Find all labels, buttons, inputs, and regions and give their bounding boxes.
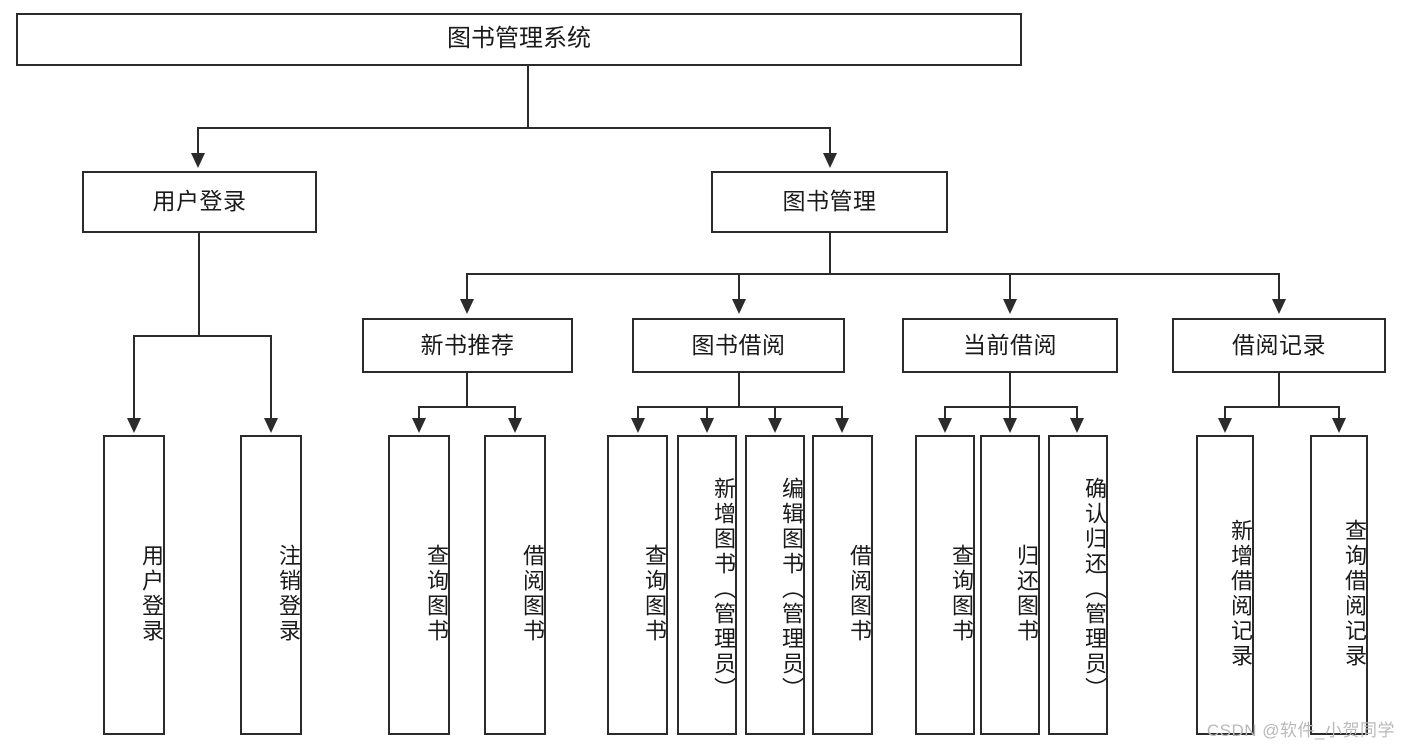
arrow-to-new-book-leaf-1 [412, 418, 426, 433]
leaf-return-book[interactable]: 归还图书 [980, 435, 1040, 735]
arrow-to-book-borrow-leaf-3 [768, 418, 782, 433]
arrow-to-current-borrow-leaf-1 [938, 418, 952, 433]
leaf-logout[interactable]: 注销登录 [240, 435, 302, 735]
node-book-borrow[interactable]: 图书借阅 [632, 318, 845, 373]
node-label: 借阅图书 [520, 544, 545, 644]
arrow-to-book-borrow [732, 299, 746, 314]
node-label: 归还图书 [1014, 544, 1039, 644]
node-label: 新增借阅记录 [1228, 519, 1253, 669]
edge-user-login-bus [133, 335, 272, 337]
leaf-add-borrow-record[interactable]: 新增借阅记录 [1196, 435, 1254, 735]
node-label: 查询图书 [424, 544, 449, 644]
arrow-to-book-borrow-leaf-4 [835, 418, 849, 433]
leaf-query-book-borrow[interactable]: 查询图书 [607, 435, 668, 735]
node-label: 借阅图书 [847, 544, 872, 644]
arrow-to-book-borrow-leaf-2 [700, 418, 714, 433]
leaf-query-book-recommend[interactable]: 查询图书 [388, 435, 450, 735]
node-label: 确认归还（管理员） [1082, 476, 1107, 702]
leaf-user-login[interactable]: 用户登录 [103, 435, 165, 735]
edge-book-borrow-drop-1 [637, 406, 639, 420]
edge-borrow-record-stem [1278, 373, 1280, 408]
edge-level2-drop-book-management [829, 127, 831, 155]
node-label: 新增图书（管理员） [711, 476, 736, 702]
arrow-to-borrow-record [1272, 299, 1286, 314]
edge-borrow-record-bus [1224, 406, 1340, 408]
edge-book-borrow-drop-2 [706, 406, 708, 420]
node-label: 用户登录 [139, 544, 164, 644]
node-label: 编辑图书（管理员） [779, 476, 804, 702]
node-book-management[interactable]: 图书管理 [711, 171, 948, 233]
node-label: 查询图书 [642, 544, 667, 644]
arrow-to-user-login-leaf-2 [264, 418, 278, 433]
edge-level3-drop-borrow-record [1278, 273, 1280, 301]
arrow-to-book-borrow-leaf-1 [631, 418, 645, 433]
watermark-text: CSDN @软件_小贺同学 [1206, 721, 1395, 740]
leaf-edit-book-admin[interactable]: 编辑图书（管理员） [745, 435, 805, 735]
leaf-confirm-return-admin[interactable]: 确认归还（管理员） [1048, 435, 1108, 735]
node-label: 查询借阅记录 [1342, 519, 1367, 669]
node-label: 注销登录 [276, 544, 301, 644]
edge-current-borrow-drop-1 [944, 406, 946, 420]
node-label: 借阅记录 [1232, 331, 1326, 358]
leaf-query-book-current[interactable]: 查询图书 [915, 435, 975, 735]
edge-book-borrow-bus [637, 406, 843, 408]
node-root-book-management-system[interactable]: 图书管理系统 [16, 13, 1022, 66]
node-label: 用户登录 [152, 188, 247, 215]
node-label: 查询图书 [949, 544, 974, 644]
node-label: 新书推荐 [420, 331, 515, 358]
arrow-to-borrow-record-leaf-1 [1218, 418, 1232, 433]
edge-current-borrow-stem [1009, 373, 1011, 408]
node-current-borrow[interactable]: 当前借阅 [902, 318, 1118, 373]
edge-book-borrow-drop-4 [841, 406, 843, 420]
leaf-borrow-book-recommend[interactable]: 借阅图书 [484, 435, 546, 735]
arrow-to-current-borrow-leaf-3 [1070, 418, 1084, 433]
edge-book-management-stem [829, 233, 831, 274]
edge-level3-drop-new-book [466, 273, 468, 301]
edge-level2-bus [197, 127, 830, 129]
arrow-to-new-book-recommend [460, 299, 474, 314]
arrow-to-book-management [823, 153, 837, 168]
edge-borrow-record-drop-1 [1224, 406, 1226, 420]
edge-book-borrow-drop-3 [774, 406, 776, 420]
arrow-to-new-book-leaf-2 [508, 418, 522, 433]
edge-current-borrow-bus [944, 406, 1078, 408]
leaf-add-book-admin[interactable]: 新增图书（管理员） [677, 435, 737, 735]
node-label: 当前借阅 [963, 331, 1057, 358]
edge-new-book-drop-1 [418, 406, 420, 420]
node-label: 图书管理 [782, 188, 877, 215]
edge-book-borrow-stem [738, 373, 740, 408]
edge-level2-drop-user-login [197, 127, 199, 155]
node-user-login[interactable]: 用户登录 [82, 171, 317, 233]
arrow-to-current-borrow [1003, 299, 1017, 314]
edge-root-stem [527, 66, 529, 128]
edge-new-book-drop-2 [514, 406, 516, 420]
edge-user-login-drop-1 [133, 335, 135, 420]
arrow-to-current-borrow-leaf-2 [1003, 418, 1017, 433]
arrow-to-borrow-record-leaf-2 [1332, 418, 1346, 433]
edge-current-borrow-drop-3 [1076, 406, 1078, 420]
edge-new-book-bus [418, 406, 516, 408]
node-new-book-recommend[interactable]: 新书推荐 [362, 318, 573, 373]
edge-level3-bus [466, 273, 1280, 275]
edge-borrow-record-drop-2 [1338, 406, 1340, 420]
node-borrow-record[interactable]: 借阅记录 [1172, 318, 1386, 373]
node-label: 图书管理系统 [447, 25, 591, 53]
node-label: 图书借阅 [691, 331, 786, 358]
edge-level3-drop-current-borrow [1009, 273, 1011, 301]
arrow-to-user-login-leaf-1 [127, 418, 141, 433]
arrow-to-user-login [191, 153, 205, 168]
leaf-borrow-book[interactable]: 借阅图书 [812, 435, 873, 735]
edge-current-borrow-drop-2 [1009, 406, 1011, 420]
leaf-query-borrow-record[interactable]: 查询借阅记录 [1310, 435, 1368, 735]
edge-user-login-drop-2 [270, 335, 272, 420]
edge-level3-drop-book-borrow [738, 273, 740, 301]
edge-new-book-stem [466, 373, 468, 408]
edge-user-login-stem [198, 233, 200, 336]
